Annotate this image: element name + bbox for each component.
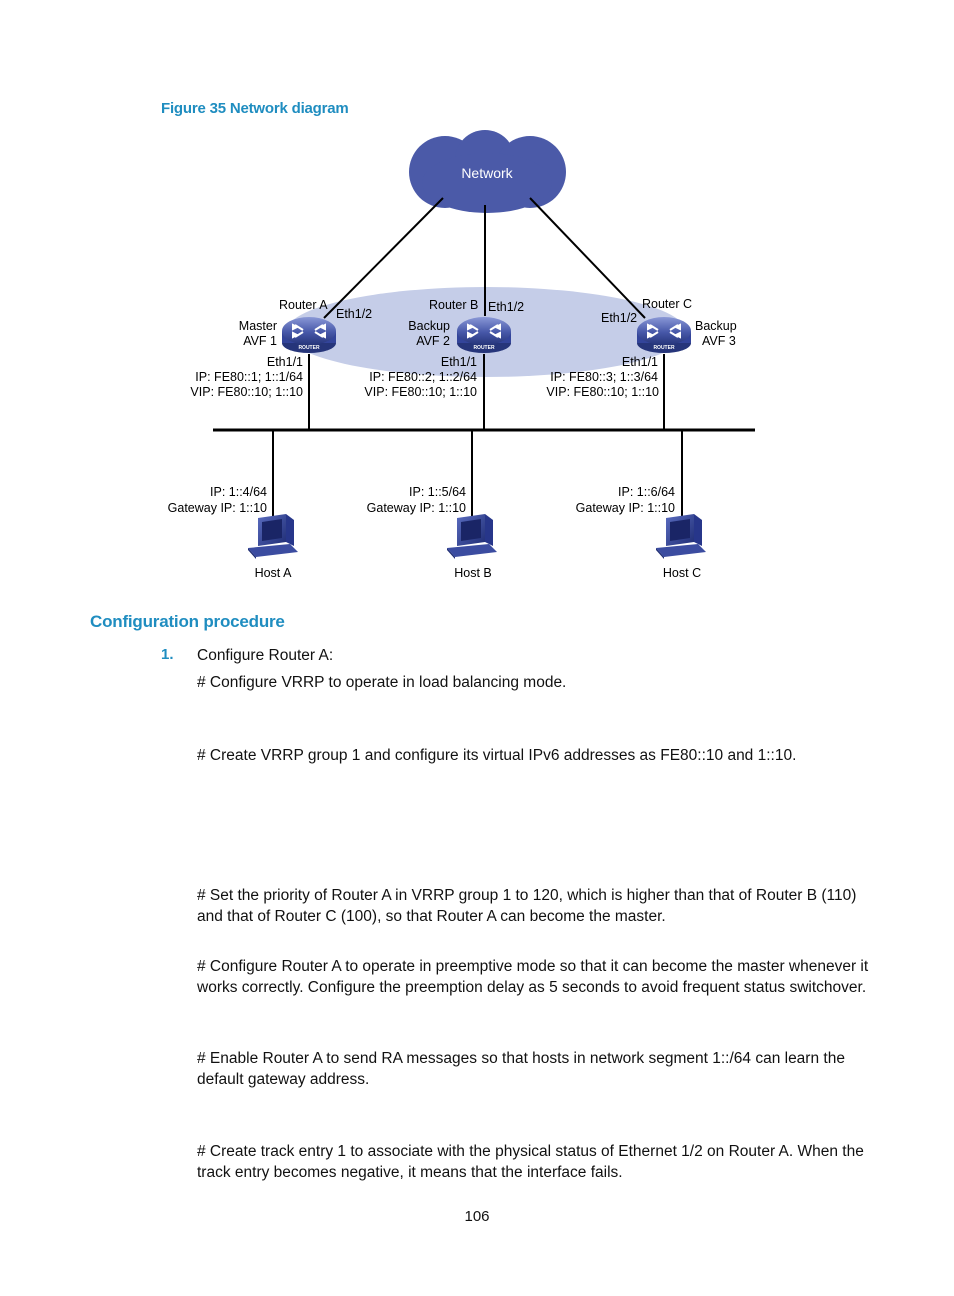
router-b-eth-up: Eth1/2 — [488, 300, 524, 314]
router-a-eth-up: Eth1/2 — [336, 307, 372, 321]
link-cloud-router-c — [529, 197, 646, 319]
host-c-icon — [656, 514, 706, 559]
host-b-name: Host B — [454, 566, 492, 580]
step-number: 1. — [161, 646, 174, 663]
router-b-badge: ROUTER — [473, 345, 495, 351]
host-b-gateway: Gateway IP: 1::10 — [367, 501, 466, 515]
paragraph-priority: # Set the priority of Router A in VRRP g… — [197, 887, 857, 925]
paragraph-vrrp-mode: # Configure VRRP to operate in load bala… — [197, 674, 567, 691]
host-c-gateway: Gateway IP: 1::10 — [576, 501, 675, 515]
router-c-icon: ROUTER — [637, 317, 691, 353]
figure-caption: Figure 35 Network diagram — [161, 100, 349, 117]
router-a-icon: ROUTER — [282, 317, 336, 353]
paragraph-preempt: # Configure Router A to operate in preem… — [197, 958, 869, 996]
router-b-name: Router B — [429, 298, 478, 312]
host-c-ip: IP: 1::6/64 — [618, 485, 675, 499]
router-b-vip: VIP: FE80::10; 1::10 — [364, 385, 477, 399]
network-cloud: Network — [409, 130, 566, 213]
router-b-eth-down: Eth1/1 — [441, 355, 477, 369]
host-a-gateway: Gateway IP: 1::10 — [168, 501, 267, 515]
router-b-avf: AVF 2 — [416, 334, 450, 348]
network-label: Network — [461, 165, 513, 181]
router-c-role: Backup — [695, 319, 737, 333]
router-c-vip: VIP: FE80::10; 1::10 — [546, 385, 659, 399]
router-b-role: Backup — [408, 319, 450, 333]
router-a-avf: AVF 1 — [243, 334, 277, 348]
router-b-ip: IP: FE80::2; 1::2/64 — [369, 370, 477, 384]
router-b-icon: ROUTER — [457, 317, 511, 353]
router-c-badge: ROUTER — [653, 345, 675, 351]
host-a-icon — [248, 514, 298, 559]
paragraph-track: # Create track entry 1 to associate with… — [197, 1143, 864, 1181]
router-a-role: Master — [239, 319, 277, 333]
router-c-name: Router C — [642, 297, 692, 311]
section-heading: Configuration procedure — [90, 612, 285, 631]
router-a-badge: ROUTER — [298, 345, 320, 351]
host-b-icon — [447, 514, 497, 559]
link-cloud-router-a — [323, 197, 444, 319]
router-a-name: Router A — [279, 298, 328, 312]
router-c-eth-up: Eth1/2 — [601, 311, 637, 325]
paragraph-ra: # Enable Router A to send RA messages so… — [197, 1050, 845, 1088]
router-c-avf: AVF 3 — [702, 334, 736, 348]
host-a-ip: IP: 1::4/64 — [210, 485, 267, 499]
host-c-name: Host C — [663, 566, 701, 580]
router-a-eth-down: Eth1/1 — [267, 355, 303, 369]
paragraph-create-group: # Create VRRP group 1 and configure its … — [197, 747, 797, 764]
host-a-name: Host A — [255, 566, 292, 580]
router-a-vip: VIP: FE80::10; 1::10 — [190, 385, 303, 399]
router-a-ip: IP: FE80::1; 1::1/64 — [195, 370, 303, 384]
router-c-ip: IP: FE80::3; 1::3/64 — [550, 370, 658, 384]
router-c-eth-down: Eth1/1 — [622, 355, 658, 369]
step-label: Configure Router A: — [197, 647, 334, 664]
network-diagram: Network ROUTER ROUTER — [168, 130, 755, 580]
page-number: 106 — [464, 1208, 490, 1225]
host-b-ip: IP: 1::5/64 — [409, 485, 466, 499]
